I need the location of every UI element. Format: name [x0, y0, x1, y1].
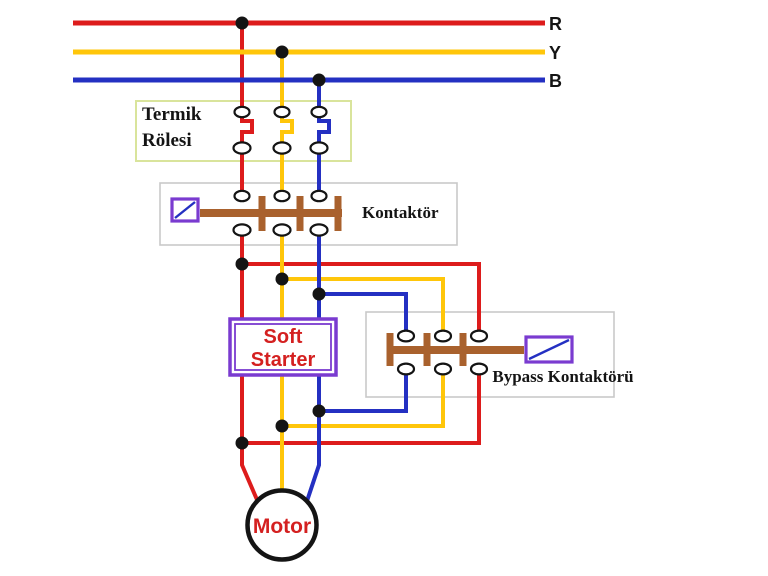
soft-starter-outer-border: [228, 317, 338, 377]
junction-dot: [235, 257, 249, 271]
soft-starter-box: Soft Starter: [228, 317, 338, 377]
terminal-contact: [309, 223, 329, 237]
motor: Motor: [245, 488, 319, 562]
thermal-relay-label-line2: Rölesi: [142, 130, 192, 151]
bypass-contactor-box: [365, 311, 615, 398]
terminal-contact: [396, 329, 416, 343]
terminal-contact: [310, 189, 328, 203]
phase-label-r: R: [549, 14, 562, 34]
coil-diagonal: [174, 201, 196, 219]
contactor-label: Kontaktör: [362, 203, 439, 222]
motor-circle: [245, 488, 319, 562]
junction-dot: [275, 419, 289, 433]
terminal-contact: [310, 105, 328, 119]
terminal-contact: [232, 141, 252, 155]
motor-label: Motor: [253, 515, 311, 538]
phase-label-b: B: [549, 71, 562, 91]
junction-dot: [312, 73, 326, 87]
contactor-mechanism: [170, 196, 342, 231]
junction-dot: [235, 16, 249, 30]
thermal-element-r: [240, 117, 254, 143]
terminal-contact: [433, 362, 453, 376]
bypass-branch-bottom-b: [319, 374, 408, 413]
bypass-contactor-mechanism: [386, 333, 574, 366]
thermal-element-y: [280, 117, 294, 143]
thermal-element-b: [317, 117, 331, 143]
junction-dot: [275, 45, 289, 59]
soft-starter-inner-border: [234, 323, 332, 371]
terminal-contact: [233, 105, 251, 119]
junction-dot: [312, 404, 326, 418]
bypass-contactor-label: Bypass Kontaktörü: [492, 367, 633, 386]
coil-diagonal: [528, 338, 570, 361]
terminal-contact: [272, 223, 292, 237]
junction-dot: [312, 287, 326, 301]
phase-label-y: Y: [549, 43, 561, 63]
terminal-contact: [396, 362, 416, 376]
soft-starter-label-line1: Soft: [264, 326, 303, 348]
terminal-contact: [233, 189, 251, 203]
terminal-contact: [273, 189, 291, 203]
junction-dots: [235, 16, 326, 450]
contactor-box: [159, 182, 458, 246]
bypass-branch-top-b: [319, 292, 408, 331]
terminal-contact: [309, 141, 329, 155]
terminal-contact: [433, 329, 453, 343]
wire-phase-y: [280, 52, 445, 491]
terminal-contact: [232, 223, 252, 237]
soft-starter-label-line2: Starter: [251, 349, 316, 371]
terminal-contact: [273, 105, 291, 119]
junction-dot: [235, 436, 249, 450]
junction-dot: [275, 272, 289, 286]
terminal-contact: [469, 329, 489, 343]
bypass-branch-bottom-y: [282, 374, 445, 428]
terminals: [232, 105, 489, 376]
terminal-contact: [469, 362, 489, 376]
bypass-branch-top-y: [282, 277, 445, 331]
terminal-contact: [272, 141, 292, 155]
thermal-relay-label-line1: Termik: [142, 104, 202, 125]
